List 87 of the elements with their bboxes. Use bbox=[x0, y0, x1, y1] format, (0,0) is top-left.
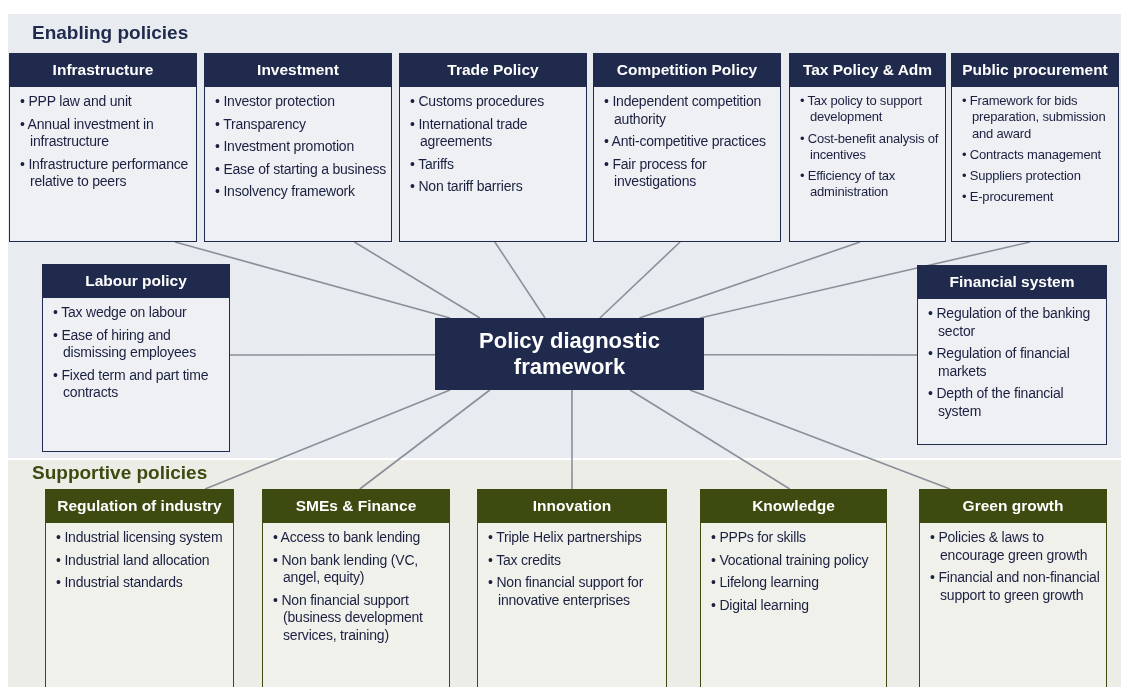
list-item: • Tax wedge on labour bbox=[53, 304, 188, 322]
card-header: Knowledge bbox=[701, 490, 886, 523]
list-item: • Tax policy to support development bbox=[800, 93, 923, 126]
list-item: • Policies & laws to encourage green growth bbox=[930, 529, 1089, 564]
policy-card bbox=[262, 489, 450, 687]
list-item: • Triple Helix partnerships bbox=[488, 529, 643, 547]
policy-card bbox=[700, 489, 887, 687]
list-item: • Digital learning bbox=[711, 596, 810, 614]
list-item: • Tariffs bbox=[410, 155, 455, 173]
policy-card bbox=[919, 489, 1107, 687]
connector-line bbox=[174, 241, 451, 319]
connector-line bbox=[229, 353, 436, 356]
list-item: • PPP law and unit bbox=[20, 93, 133, 111]
card-header: Labour policy bbox=[43, 265, 229, 298]
card-header: Regulation of industry bbox=[46, 490, 233, 523]
list-item: • Customs procedures bbox=[410, 93, 545, 111]
central-box: Policy diagnostic framework bbox=[435, 318, 704, 390]
list-item: • Infrastructure performance relative to peers bbox=[20, 155, 190, 191]
list-item: • E-procurement bbox=[962, 189, 1055, 206]
list-item: • Access to bank lending bbox=[273, 529, 422, 547]
connector-line bbox=[571, 389, 573, 490]
connector-line bbox=[358, 389, 491, 490]
list-item: • Efficiency of tax administration bbox=[800, 168, 897, 201]
list-item: • Investment promotion bbox=[215, 138, 355, 156]
policy-card bbox=[42, 264, 230, 452]
connector-line bbox=[689, 389, 951, 490]
policy-card bbox=[9, 53, 197, 242]
connector-line bbox=[638, 241, 861, 319]
policy-card bbox=[593, 53, 781, 242]
policy-card bbox=[399, 53, 587, 242]
policy-card bbox=[789, 53, 946, 242]
policy-card bbox=[204, 53, 392, 242]
list-item: • International trade agreements bbox=[410, 115, 529, 151]
list-item: • Contracts management bbox=[962, 146, 1102, 163]
card-header: Infrastructure bbox=[10, 54, 196, 87]
card-header: Public procurement bbox=[952, 54, 1118, 87]
policy-card bbox=[45, 489, 234, 687]
card-header: Investment bbox=[205, 54, 391, 87]
list-item: • Financial and non-financial support to green growth bbox=[930, 569, 1101, 604]
card-header: Competition Policy bbox=[594, 54, 780, 87]
list-item: • Annual investment in infrastructure bbox=[20, 115, 155, 151]
list-item: • Tax credits bbox=[488, 551, 562, 569]
card-header: Trade Policy bbox=[400, 54, 586, 87]
list-item: • Vocational training policy bbox=[711, 551, 870, 569]
section-band bbox=[8, 460, 1121, 687]
connector-line bbox=[353, 241, 481, 319]
list-item: • Industrial standards bbox=[56, 574, 184, 592]
list-item: • Regulation of the banking sector bbox=[928, 305, 1092, 340]
list-item: • Transparency bbox=[215, 115, 307, 133]
list-item: • Non tariff barriers bbox=[410, 178, 524, 196]
list-item: • Ease of starting a business bbox=[215, 160, 387, 178]
card-header: Green growth bbox=[920, 490, 1106, 523]
section-band bbox=[8, 14, 1121, 458]
list-item: • Industrial land allocation bbox=[56, 551, 211, 569]
list-item: • Lifelong learning bbox=[711, 574, 820, 592]
list-item: • Regulation of financial markets bbox=[928, 345, 1071, 380]
card-header: Innovation bbox=[478, 490, 666, 523]
list-item: • Non financial support (business development services, training) bbox=[273, 591, 424, 644]
connector-line bbox=[494, 241, 546, 319]
card-header: Tax Policy & Adm bbox=[790, 54, 945, 87]
list-item: • Non financial support for innovative enterprises bbox=[488, 574, 645, 609]
card-header: SMEs & Finance bbox=[263, 490, 449, 523]
list-item: • Cost-benefit analysis of incentives bbox=[800, 130, 940, 163]
list-item: • Investor protection bbox=[215, 93, 336, 111]
list-item: • Industrial licensing system bbox=[56, 529, 224, 547]
section-heading: Supportive policies bbox=[32, 462, 208, 484]
list-item: • Ease of hiring and dismissing employees bbox=[53, 326, 197, 362]
policy-card bbox=[917, 265, 1107, 445]
policy-card bbox=[477, 489, 667, 687]
list-item: • Framework for bids preparation, submission and award bbox=[962, 93, 1107, 142]
connector-line bbox=[699, 241, 1031, 319]
list-item: • Independent competition authority bbox=[604, 93, 763, 128]
list-item: • Suppliers protection bbox=[962, 168, 1082, 185]
list-item: • Depth of the financial system bbox=[928, 385, 1065, 420]
list-item: • Non bank lending (VC, angel, equity) bbox=[273, 551, 420, 587]
connector-line bbox=[703, 353, 918, 356]
connector-line bbox=[599, 241, 681, 319]
list-item: • Anti-competitive practices bbox=[604, 133, 767, 151]
card-header: Financial system bbox=[918, 266, 1106, 299]
list-item: • Fixed term and part time contracts bbox=[53, 366, 210, 402]
list-item: • PPPs for skills bbox=[711, 529, 807, 547]
section-heading: Enabling policies bbox=[32, 22, 189, 44]
list-item: • Insolvency framework bbox=[215, 183, 356, 201]
connector-line bbox=[629, 389, 791, 490]
list-item: • Fair process for investigations bbox=[604, 155, 708, 191]
connector-line bbox=[204, 389, 451, 490]
policy-card bbox=[951, 53, 1119, 242]
